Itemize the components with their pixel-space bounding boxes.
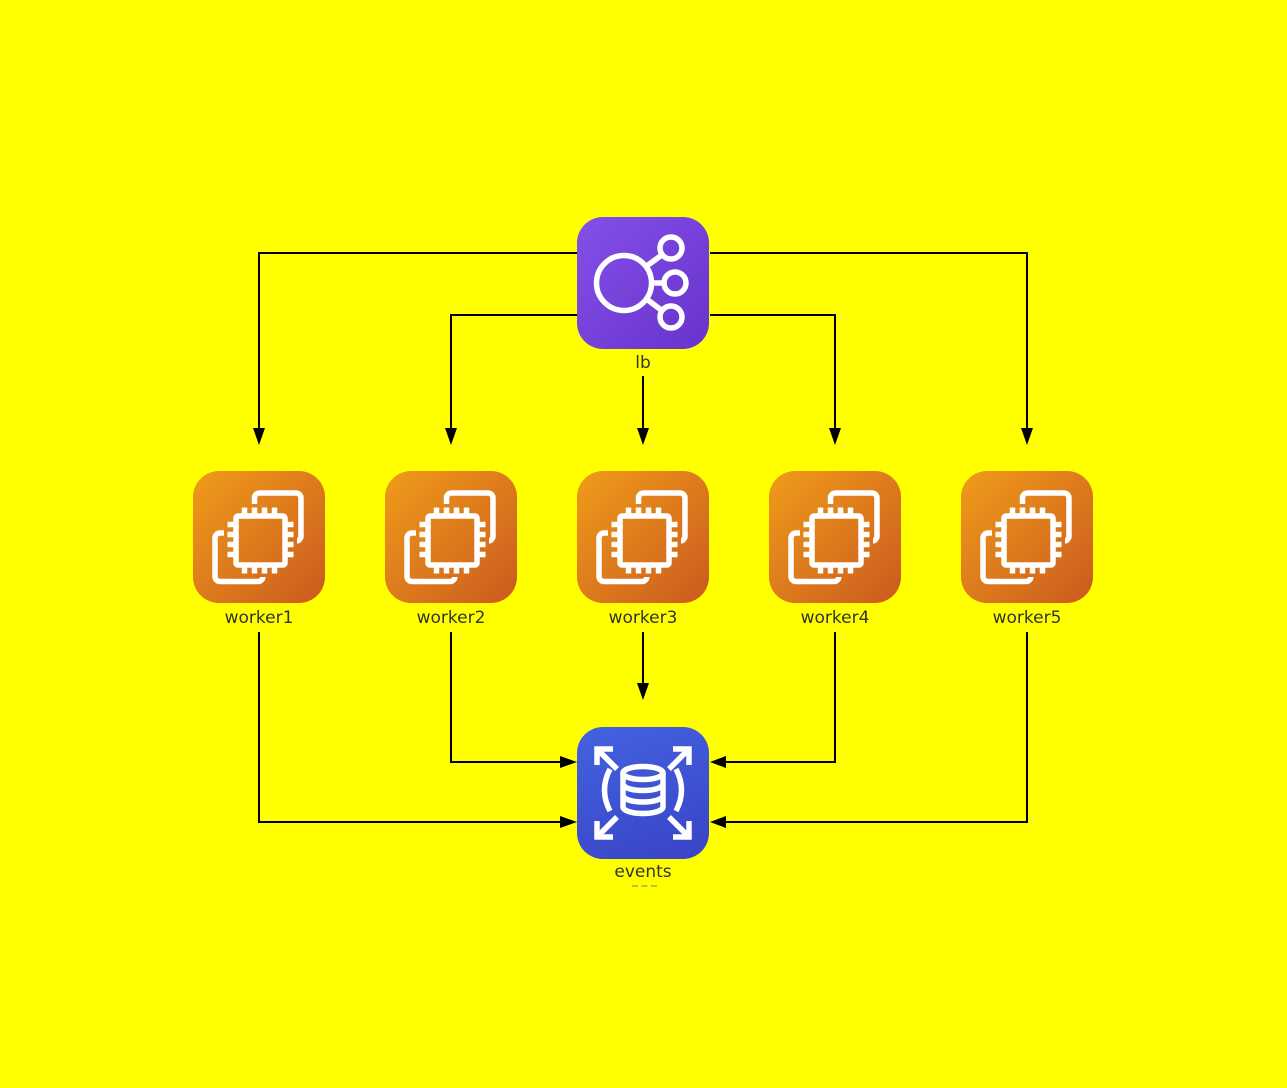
node-worker2 (385, 471, 517, 603)
edge-worker1-events (258, 632, 560, 823)
arrowhead-lb-worker5 (1021, 428, 1033, 445)
node-events (577, 727, 709, 859)
compute-instance-icon (596, 490, 688, 585)
edge-lb-worker4 (710, 314, 836, 428)
compute-instance-icon (404, 490, 496, 585)
node-label-worker4: worker4 (800, 608, 870, 628)
arrowhead-lb-worker2 (445, 428, 457, 445)
edge-worker2-events (450, 632, 560, 763)
edge-lb-worker5 (710, 252, 1028, 428)
node-label-worker3: worker3 (608, 608, 678, 628)
node-label-events: events (614, 862, 672, 882)
node-label-worker1: worker1 (224, 608, 294, 628)
load-balancer-icon (593, 234, 689, 331)
arrowhead-worker4-events (710, 756, 726, 768)
node-worker5 (961, 471, 1093, 603)
node-label-worker2: worker2 (416, 608, 486, 628)
compute-instance-icon (788, 490, 880, 585)
arrowhead-worker1-events (560, 816, 577, 828)
node-worker4 (769, 471, 901, 603)
arrowhead-worker5-events (710, 816, 726, 828)
edge-lb-worker2 (450, 314, 577, 428)
node-worker3 (577, 471, 709, 603)
node-label-worker5: worker5 (992, 608, 1062, 628)
arrowhead-lb-worker1 (253, 428, 265, 445)
arrowhead-worker3-events (637, 683, 649, 700)
database-scaling-icon (594, 746, 692, 840)
arrowhead-worker2-events (560, 756, 577, 768)
tiny-text-artifact (632, 885, 657, 887)
node-worker1 (193, 471, 325, 603)
edge-worker4-events (726, 632, 836, 763)
arrowhead-lb-worker4 (829, 428, 841, 445)
compute-instance-icon (212, 490, 304, 585)
node-label-lb: lb (635, 353, 651, 373)
edge-lb-worker1 (258, 252, 577, 428)
compute-instance-icon (980, 490, 1072, 585)
node-lb (577, 217, 709, 349)
edge-worker5-events (726, 632, 1028, 823)
arrowhead-lb-worker3 (637, 428, 649, 445)
